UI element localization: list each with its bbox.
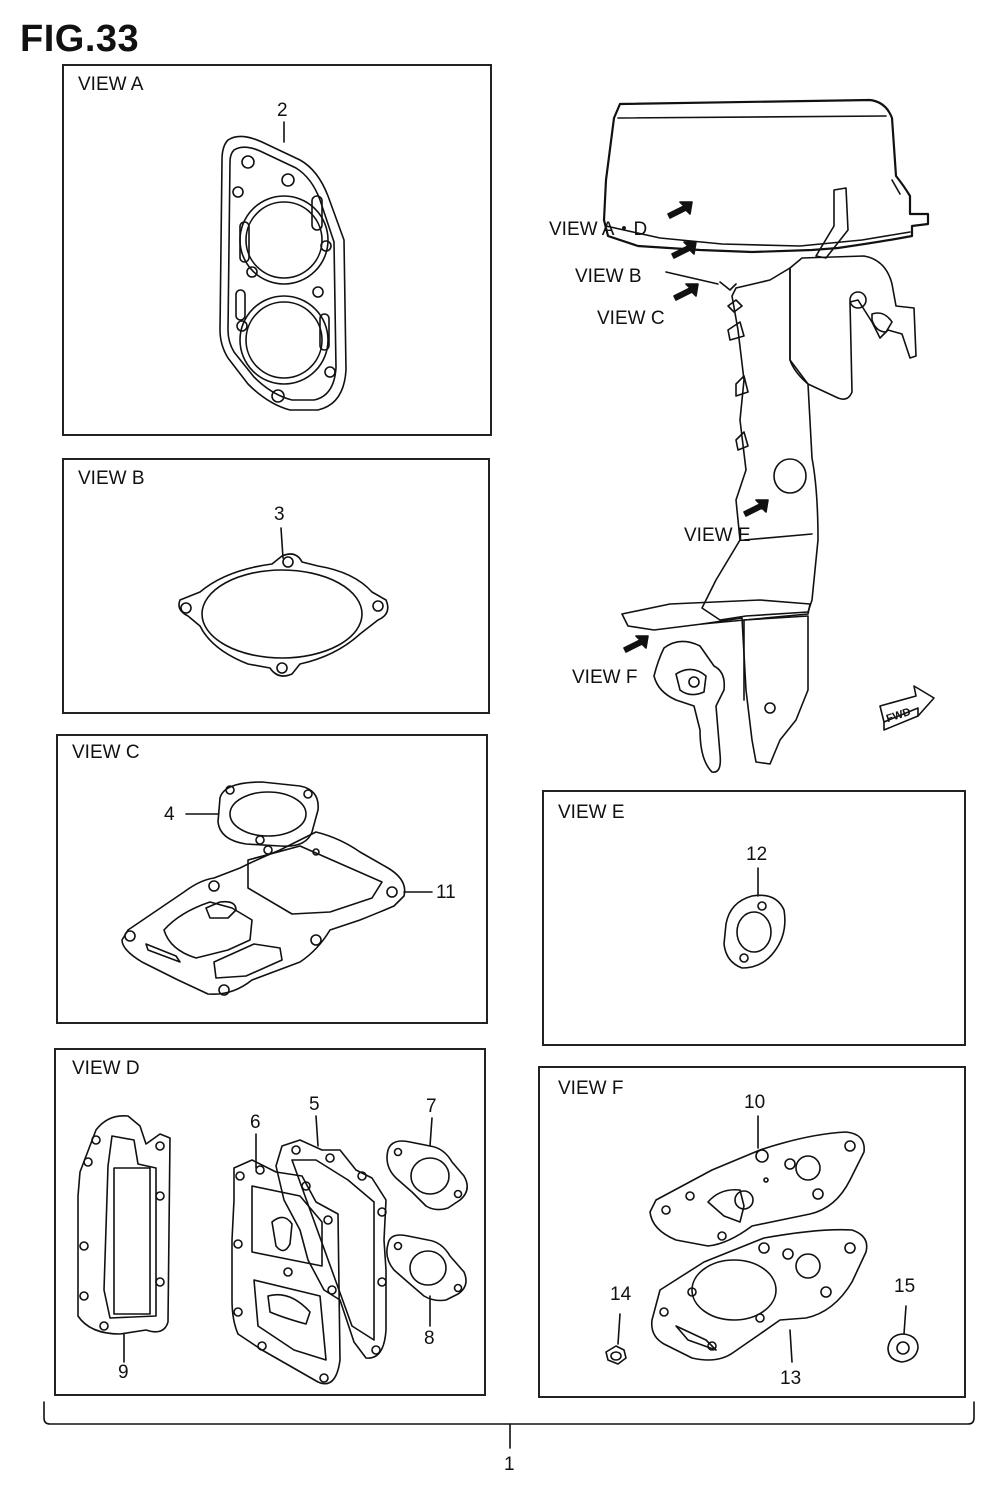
callout-part-14: 14 — [610, 1284, 632, 1305]
assembly-bracket — [43, 1401, 975, 1449]
part-4-gasket — [185, 781, 319, 848]
part-6-gasket — [231, 1133, 341, 1385]
callout-part-10: 10 — [744, 1092, 766, 1113]
callout-part-11: 11 — [436, 882, 456, 903]
callout-part-12: 12 — [746, 844, 768, 865]
panel-view-c-label: VIEW C — [72, 742, 140, 763]
pointer-label-view-a-d: VIEW A・D — [549, 219, 648, 240]
part-11-gasket — [121, 831, 433, 996]
callout-part-6: 6 — [250, 1112, 261, 1133]
part-2-head-gasket — [219, 121, 347, 411]
panel-view-f: VIEW F — [538, 1066, 966, 1398]
callout-part-3: 3 — [274, 504, 285, 525]
view-pointer-arrows — [623, 201, 769, 653]
callout-part-7: 7 — [426, 1096, 437, 1117]
callout-part-2: 2 — [277, 100, 288, 121]
callout-part-13: 13 — [780, 1368, 802, 1389]
callout-part-5: 5 — [309, 1094, 320, 1115]
part-10-gasket — [649, 1115, 865, 1247]
panel-view-a-label: VIEW A — [78, 74, 144, 95]
pointer-label-view-b: VIEW B — [575, 266, 642, 287]
panel-view-d-label: VIEW D — [72, 1058, 140, 1079]
panel-view-a: VIEW A — [62, 64, 492, 436]
panel-view-e-label: VIEW E — [558, 802, 625, 823]
callout-part-15: 15 — [894, 1276, 916, 1297]
part-3-gasket — [178, 527, 389, 677]
part-9-gasket — [77, 1114, 171, 1363]
pointer-label-view-f: VIEW F — [572, 667, 638, 688]
panel-view-c: VIEW C — [56, 734, 488, 1024]
part-13-gasket — [650, 1228, 868, 1363]
pointer-label-view-e: VIEW E — [684, 525, 751, 546]
panel-view-b-label: VIEW B — [78, 468, 145, 489]
part-5-gasket — [275, 1115, 387, 1359]
pointer-label-view-c: VIEW C — [597, 308, 665, 329]
panel-view-f-label: VIEW F — [558, 1078, 624, 1099]
callout-part-1: 1 — [504, 1454, 515, 1475]
part-7-gasket — [386, 1117, 468, 1211]
fwd-direction-badge: FWD — [879, 685, 935, 731]
part-12-gasket — [723, 867, 786, 969]
callout-part-4: 4 — [164, 804, 175, 825]
figure-title: FIG.33 — [20, 18, 140, 60]
panel-view-d: VIEW D — [54, 1048, 486, 1396]
callout-part-8: 8 — [424, 1328, 435, 1349]
part-8-gasket — [386, 1234, 467, 1327]
callout-part-9: 9 — [118, 1362, 129, 1383]
outboard-motor-illustration — [602, 98, 930, 773]
part-15-nut — [887, 1305, 919, 1363]
part-14-nut — [605, 1313, 627, 1365]
panel-view-b: VIEW B — [62, 458, 490, 714]
fwd-badge-text: FWD — [885, 706, 913, 725]
panel-view-e: VIEW E — [542, 790, 966, 1046]
